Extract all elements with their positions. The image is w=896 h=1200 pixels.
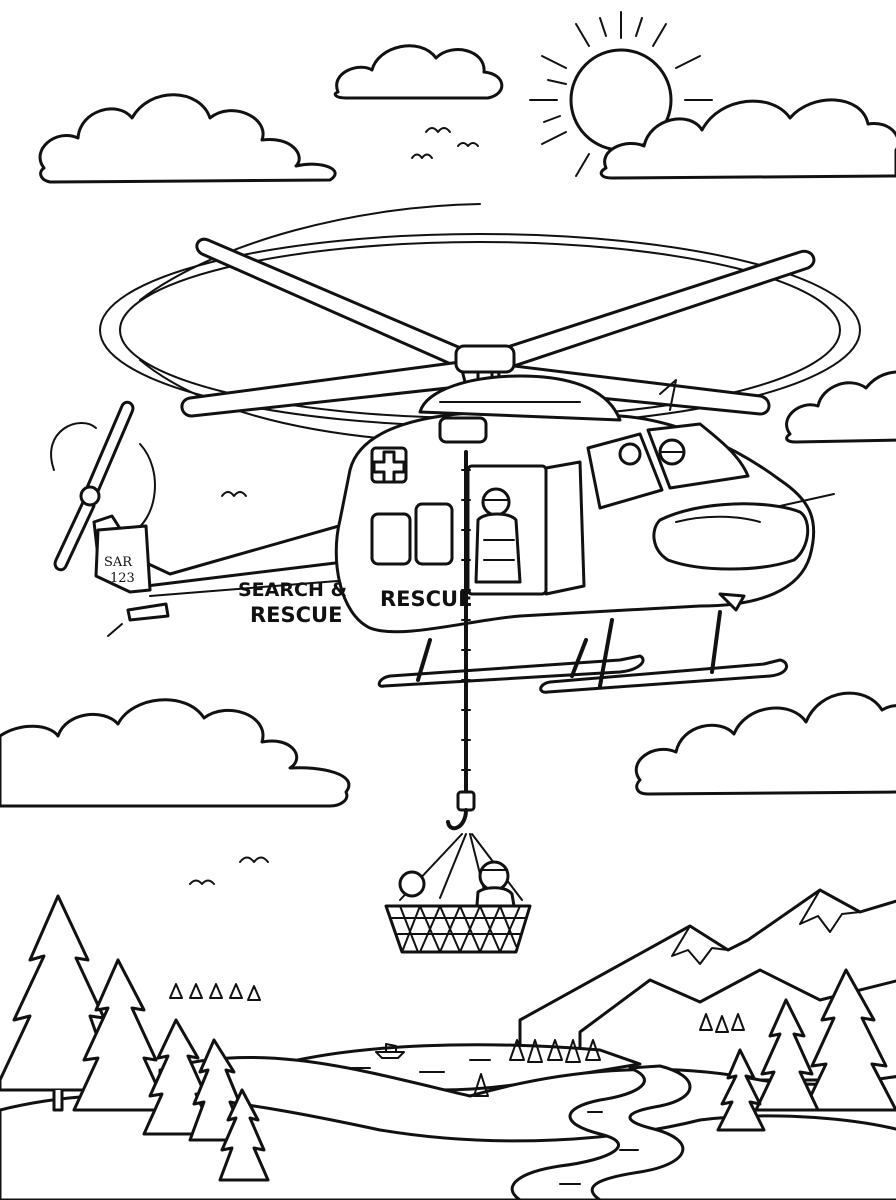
rescue-basket (384, 833, 532, 954)
boom-text-line2: RESCUE (250, 603, 342, 627)
pine-trees-left (0, 894, 270, 1182)
helicopter: SAR 123 SEARCH & RESCUE RESCUE (92, 374, 835, 694)
door-text: RESCUE (380, 587, 472, 611)
cloud-right-lower (634, 691, 896, 796)
sun-icon (529, 11, 713, 177)
landing-skids (377, 610, 788, 694)
pilot (618, 438, 686, 466)
cloud-left-lower (0, 698, 351, 808)
tail-code-line2: 123 (110, 571, 135, 586)
boom-text-line1: SEARCH & (238, 579, 347, 601)
birds-group (189, 127, 479, 885)
cloud-right-middle (785, 370, 896, 444)
cloud-top-right (599, 98, 896, 180)
pine-trees-right (473, 968, 896, 1132)
cloud-top-center (333, 44, 504, 100)
main-rotor (99, 203, 861, 441)
hoist-cable (446, 450, 476, 831)
cloud-top-left (38, 93, 337, 184)
river (510, 1064, 692, 1200)
tail-rotor (50, 400, 156, 572)
crew-member-door (474, 487, 522, 584)
medical-cross-icon (370, 446, 408, 484)
tail-code-line1: SAR (104, 555, 133, 570)
